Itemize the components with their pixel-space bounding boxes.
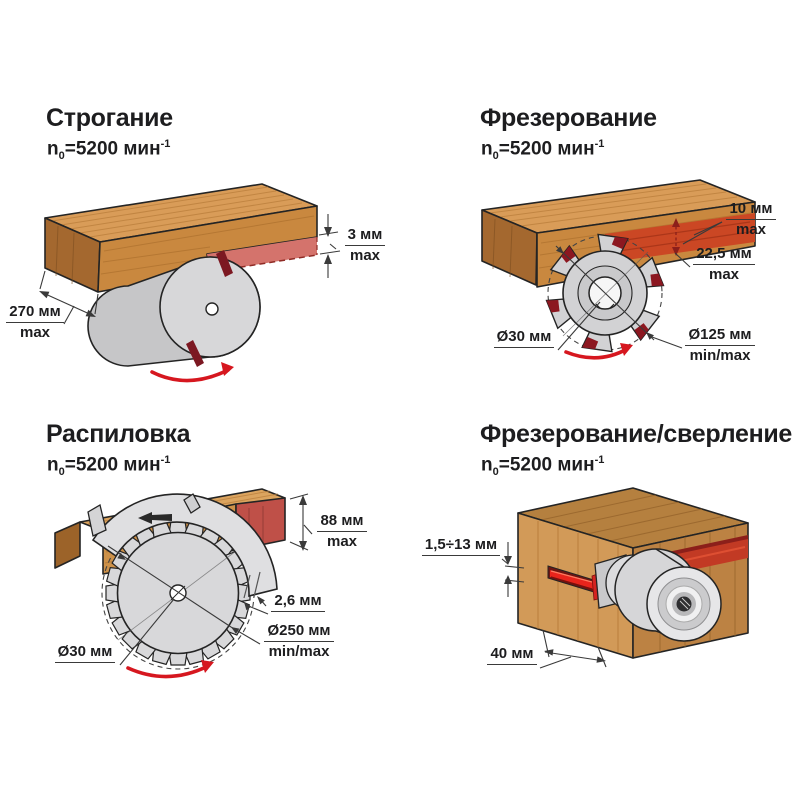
speed-value: =5200 мин <box>64 138 161 160</box>
cutter-bit <box>550 570 593 589</box>
planer-knife-bottom <box>186 340 204 367</box>
dim-milling-groove-depth: 22,5 мм max <box>686 245 762 284</box>
dim-milling-groove-width: 10 мм max <box>720 200 782 239</box>
feed-direction-arrow <box>138 512 172 524</box>
speed-value: =5200 мин <box>498 454 595 476</box>
milling-drilling-title: Фрезерование/сверление <box>480 420 793 448</box>
dim-milling-cutter-diameter: Ø125 мм min/max <box>678 326 762 365</box>
dim-qualifier: max <box>708 266 740 283</box>
dim-qualifier: max <box>326 533 358 550</box>
drilling-dimension-lines <box>501 542 607 669</box>
speed-base: n <box>481 138 493 160</box>
milling-speed: n0=5200 мин-1 <box>481 138 604 162</box>
dim-value: Ø250 мм <box>264 622 334 642</box>
dim-qualifier: max <box>19 324 51 341</box>
dim-planing-width: 270 мм max <box>2 303 68 342</box>
milling-rotation-arrow <box>564 343 633 360</box>
blade-guard <box>87 493 278 599</box>
dim-value: 270 мм <box>6 303 64 323</box>
sawing-dimension-lines <box>107 493 313 666</box>
speed-base: n <box>47 138 59 160</box>
speed-superscript: -1 <box>594 138 605 150</box>
guard-left-fin <box>87 503 107 537</box>
dim-milling-bore-diameter: Ø30 мм <box>490 328 558 353</box>
planer-knife-top <box>216 250 233 277</box>
speed-subscript: 0 <box>492 466 499 479</box>
speed-base: n <box>47 454 59 476</box>
speed-subscript: 0 <box>58 150 65 163</box>
dim-value: 10 мм <box>726 200 776 220</box>
dim-value: 22,5 мм <box>693 245 755 265</box>
milling-drilling-diagram <box>501 487 749 669</box>
dim-sawing-kerf-width: 2,6 мм <box>266 592 330 617</box>
dim-qualifier: max <box>735 221 767 238</box>
sawing-diagram <box>54 488 313 679</box>
planing-rotation-arrow <box>150 362 234 383</box>
dim-planing-cut-depth: 3 мм max <box>332 226 398 265</box>
dim-value: 3 мм <box>344 226 386 246</box>
planing-diagram <box>39 183 341 383</box>
speed-superscript: -1 <box>160 138 171 150</box>
planing-speed: n0=5200 мин-1 <box>47 138 170 162</box>
sawing-title: Распиловка <box>46 420 191 448</box>
dim-sawing-blade-diameter: Ø250 мм min/max <box>256 622 342 661</box>
planing-dimension-lines <box>39 214 341 325</box>
drill-chuck <box>594 548 722 642</box>
dim-qualifier: min/max <box>689 347 751 364</box>
speed-value: =5200 мин <box>498 138 595 160</box>
sawing-speed: n0=5200 мин-1 <box>47 454 170 478</box>
speed-value: =5200 мин <box>64 454 161 476</box>
dim-qualifier: max <box>349 247 381 264</box>
speed-superscript: -1 <box>160 454 171 466</box>
dim-value: 88 мм <box>317 512 367 532</box>
dim-drilling-bit-range: 1,5÷13 мм <box>418 536 504 561</box>
dim-value: 2,6 мм <box>271 592 325 612</box>
planer-drum <box>87 250 261 367</box>
dim-value: Ø30 мм <box>493 328 555 348</box>
planing-wood-beam <box>44 183 318 293</box>
speed-base: n <box>481 454 493 476</box>
dim-sawing-cut-height: 88 мм max <box>310 512 374 551</box>
dim-qualifier: min/max <box>268 643 330 660</box>
dim-value: Ø30 мм <box>54 643 116 663</box>
sawing-rotation-arrow <box>126 660 214 679</box>
milling-dimension-lines <box>555 221 723 351</box>
dim-value: Ø125 мм <box>685 326 755 346</box>
planing-title: Строгание <box>46 104 173 132</box>
milling-diagram <box>481 179 756 360</box>
milling-title: Фрезерование <box>480 104 657 132</box>
milling-drilling-speed: n0=5200 мин-1 <box>481 454 604 478</box>
speed-subscript: 0 <box>58 466 65 479</box>
dim-drilling-chuck-length: 40 мм <box>482 645 542 670</box>
dim-value: 1,5÷13 мм <box>421 536 501 556</box>
saw-blade <box>101 516 255 670</box>
speed-superscript: -1 <box>594 454 605 466</box>
guard-top-tab <box>183 493 201 514</box>
speed-subscript: 0 <box>492 150 499 163</box>
dim-value: 40 мм <box>487 645 537 665</box>
dim-sawing-bore-diameter: Ø30 мм <box>50 643 120 668</box>
